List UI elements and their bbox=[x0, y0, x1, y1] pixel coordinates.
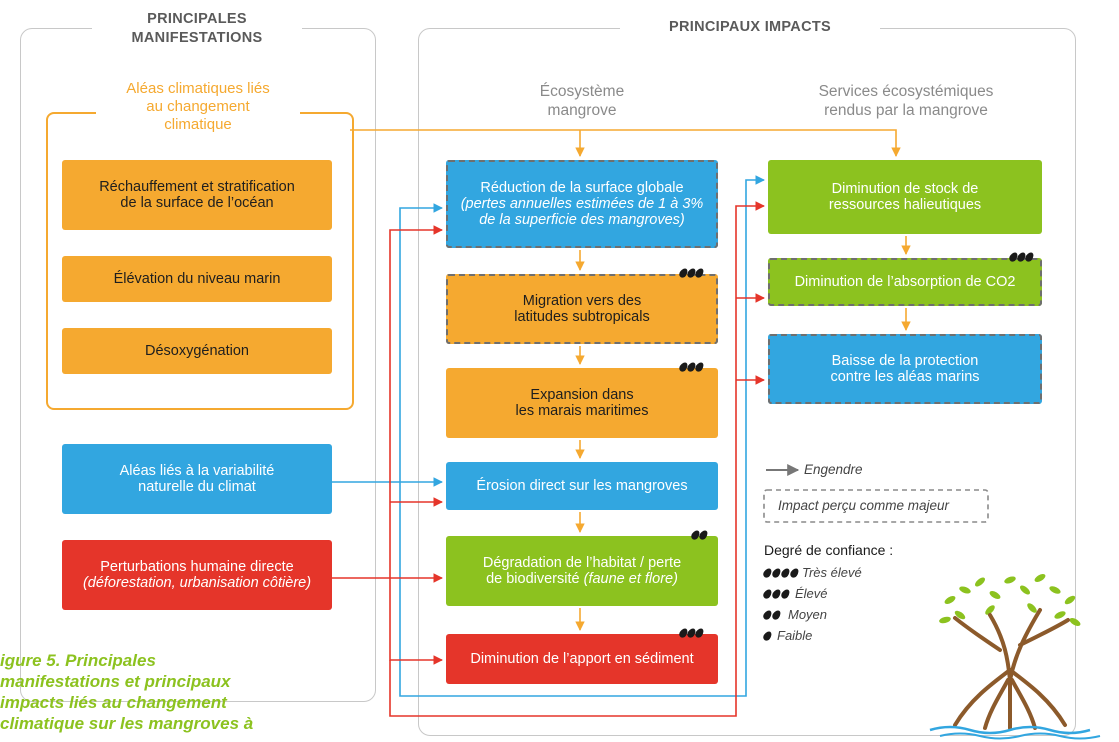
legend-level-low: Faible bbox=[761, 628, 812, 643]
deoxygenation-box: Désoxygénation bbox=[62, 328, 332, 374]
services-header: Services écosystémiques rendus par la ma… bbox=[818, 83, 994, 119]
impacts-title: PRINCIPAUX IMPACTS bbox=[620, 18, 880, 37]
legend-impact-majeur: Impact perçu comme majeur bbox=[778, 498, 950, 513]
climate-hazards-title: Aléas climatiques liés au changement cli… bbox=[96, 80, 300, 134]
legend-level-very-high: Très élevé bbox=[761, 565, 862, 580]
legend-confidence-title: Degré de confiance : bbox=[764, 542, 894, 558]
figure-caption: igure 5. Principales manifestations et p… bbox=[0, 651, 254, 733]
erosion-box: Érosion direct sur les mangroves bbox=[446, 462, 718, 510]
hazards-arrow bbox=[350, 129, 901, 157]
manifestations-title: PRINCIPALES MANIFESTATIONS bbox=[92, 10, 302, 48]
co2-absorption-box: Diminution de l’absorption de CO2 bbox=[768, 258, 1042, 306]
legend-dashed-box bbox=[763, 489, 989, 523]
legend-engendre: Engendre bbox=[804, 462, 863, 477]
mangrove-illustration bbox=[929, 574, 1101, 740]
legend-level-high: Élevé bbox=[761, 586, 828, 601]
human-disturbance-box: Perturbations humaine directe(déforestat… bbox=[62, 540, 332, 610]
sea-level-rise-box: Élévation du niveau marin bbox=[62, 256, 332, 302]
legend-level-medium: Moyen bbox=[761, 607, 827, 622]
ecosystem-header: Écosystème mangrove bbox=[539, 83, 625, 119]
surface-reduction-box: Réduction de la surface globale(pertes a… bbox=[446, 160, 718, 248]
sediment-supply-box: Diminution de l’apport en sédiment bbox=[446, 634, 718, 684]
